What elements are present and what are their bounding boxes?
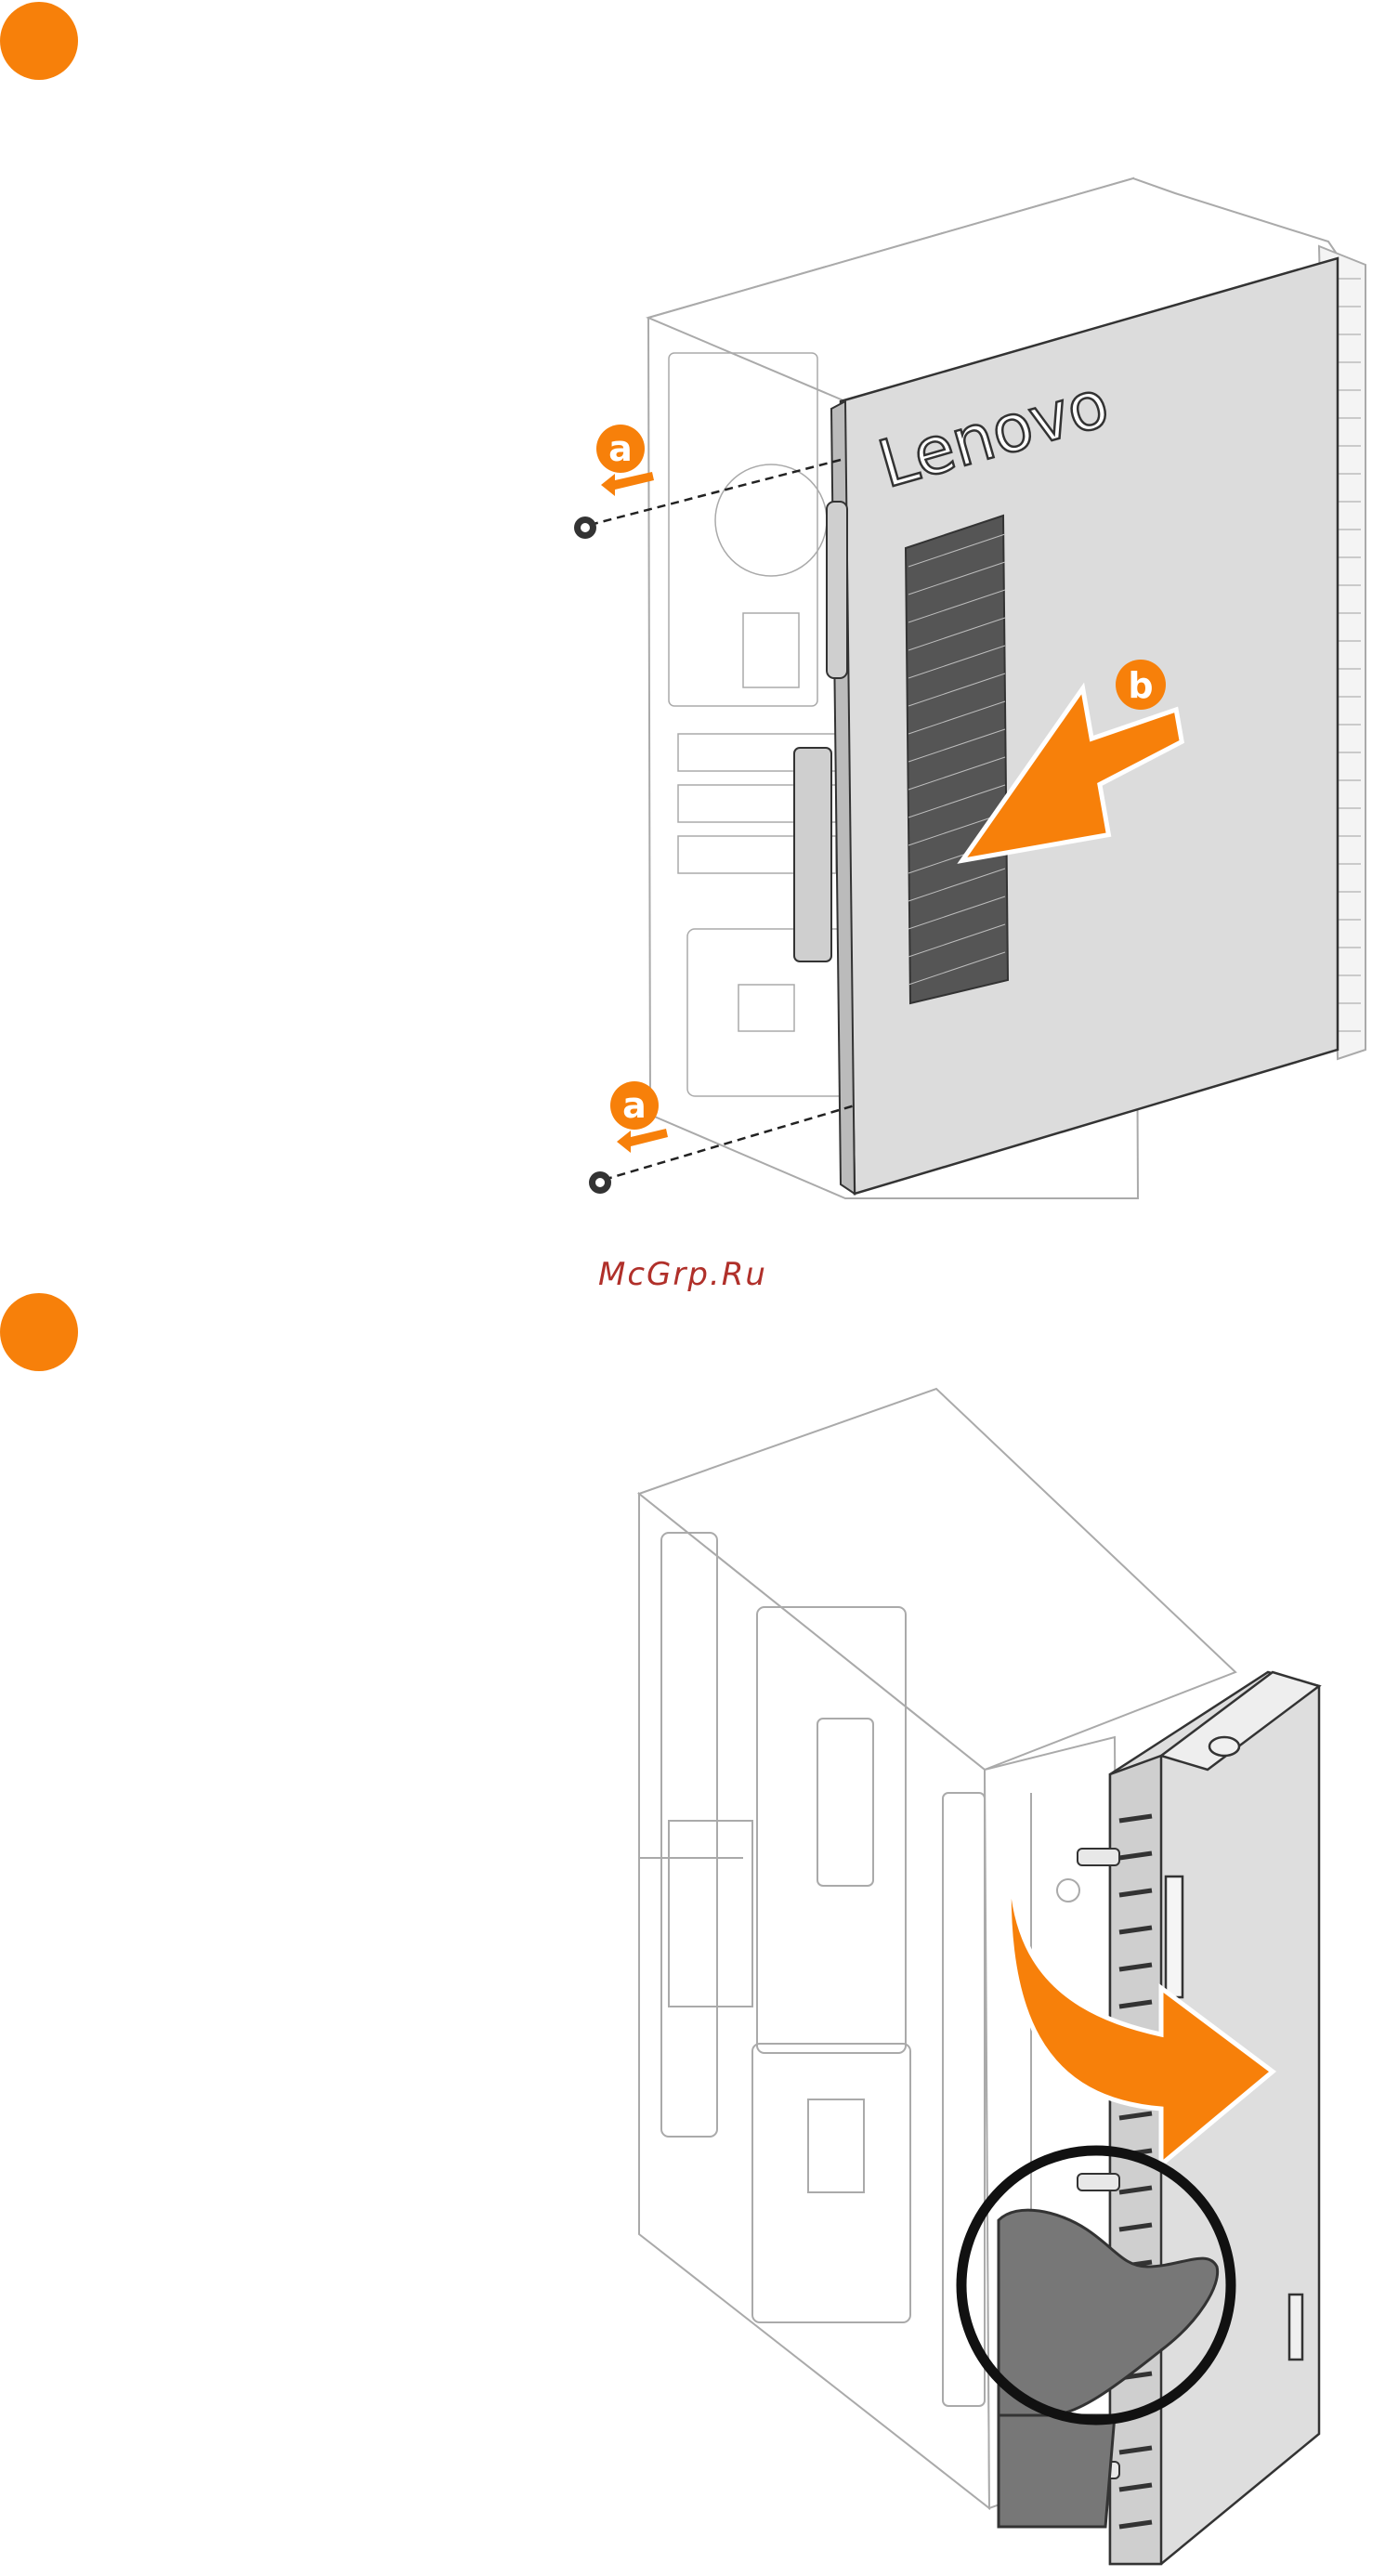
watermark: McGrp.Ru bbox=[598, 1256, 767, 1293]
svg-text:a: a bbox=[622, 1085, 647, 1126]
callout-a-top: a bbox=[596, 425, 654, 496]
svg-text:a: a bbox=[608, 428, 633, 469]
computer-step1 bbox=[648, 178, 1365, 1198]
svg-text:b: b bbox=[1128, 665, 1153, 706]
